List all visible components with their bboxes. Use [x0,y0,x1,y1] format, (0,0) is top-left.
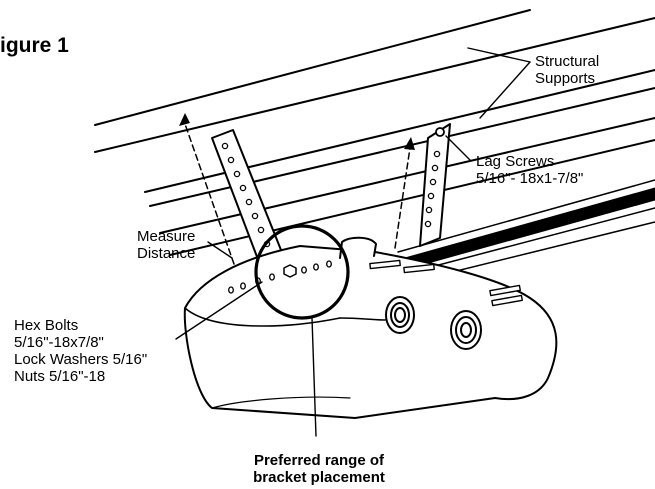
leader-lines [176,48,530,436]
label-measure-1: Measure [137,228,196,245]
hanger-clip [340,238,376,258]
measure-arrow-right [395,137,415,248]
placement-caption: Preferred range of bracket placement [204,452,434,486]
right-bracket-holes [425,151,439,226]
figure-title: igure 1 [0,34,69,57]
label-lag-screws-1: Lag Screws [476,153,555,170]
label-structural-1: Structural [535,53,600,70]
label-measure-2: Distance [137,245,196,262]
unit-mounting-holes [229,261,332,293]
unit-vents [370,260,522,305]
label-hardware-3: Lock Washers 5/16" [14,351,148,368]
label-hardware-4: Nuts 5/16"-18 [14,368,106,385]
hex-bolt-icon [284,265,296,277]
label-structural-2: Supports [535,70,596,87]
label-hardware-2: 5/16"-18x7/8" [14,334,104,351]
placement-circle [256,226,348,318]
placement-caption-2: bracket placement [253,469,385,486]
label-hardware-1: Hex Bolts [14,317,79,334]
placement-caption-1: Preferred range of [253,452,385,469]
light-socket-left [386,297,414,333]
left-bracket-holes [222,143,274,258]
measure-arrow-left [179,113,234,264]
label-lag-screws-2: 5/16"- 18x1-7/8" [476,170,584,187]
lag-screw-icon [436,128,444,136]
opener-body [185,246,557,418]
light-socket-right [451,311,481,349]
